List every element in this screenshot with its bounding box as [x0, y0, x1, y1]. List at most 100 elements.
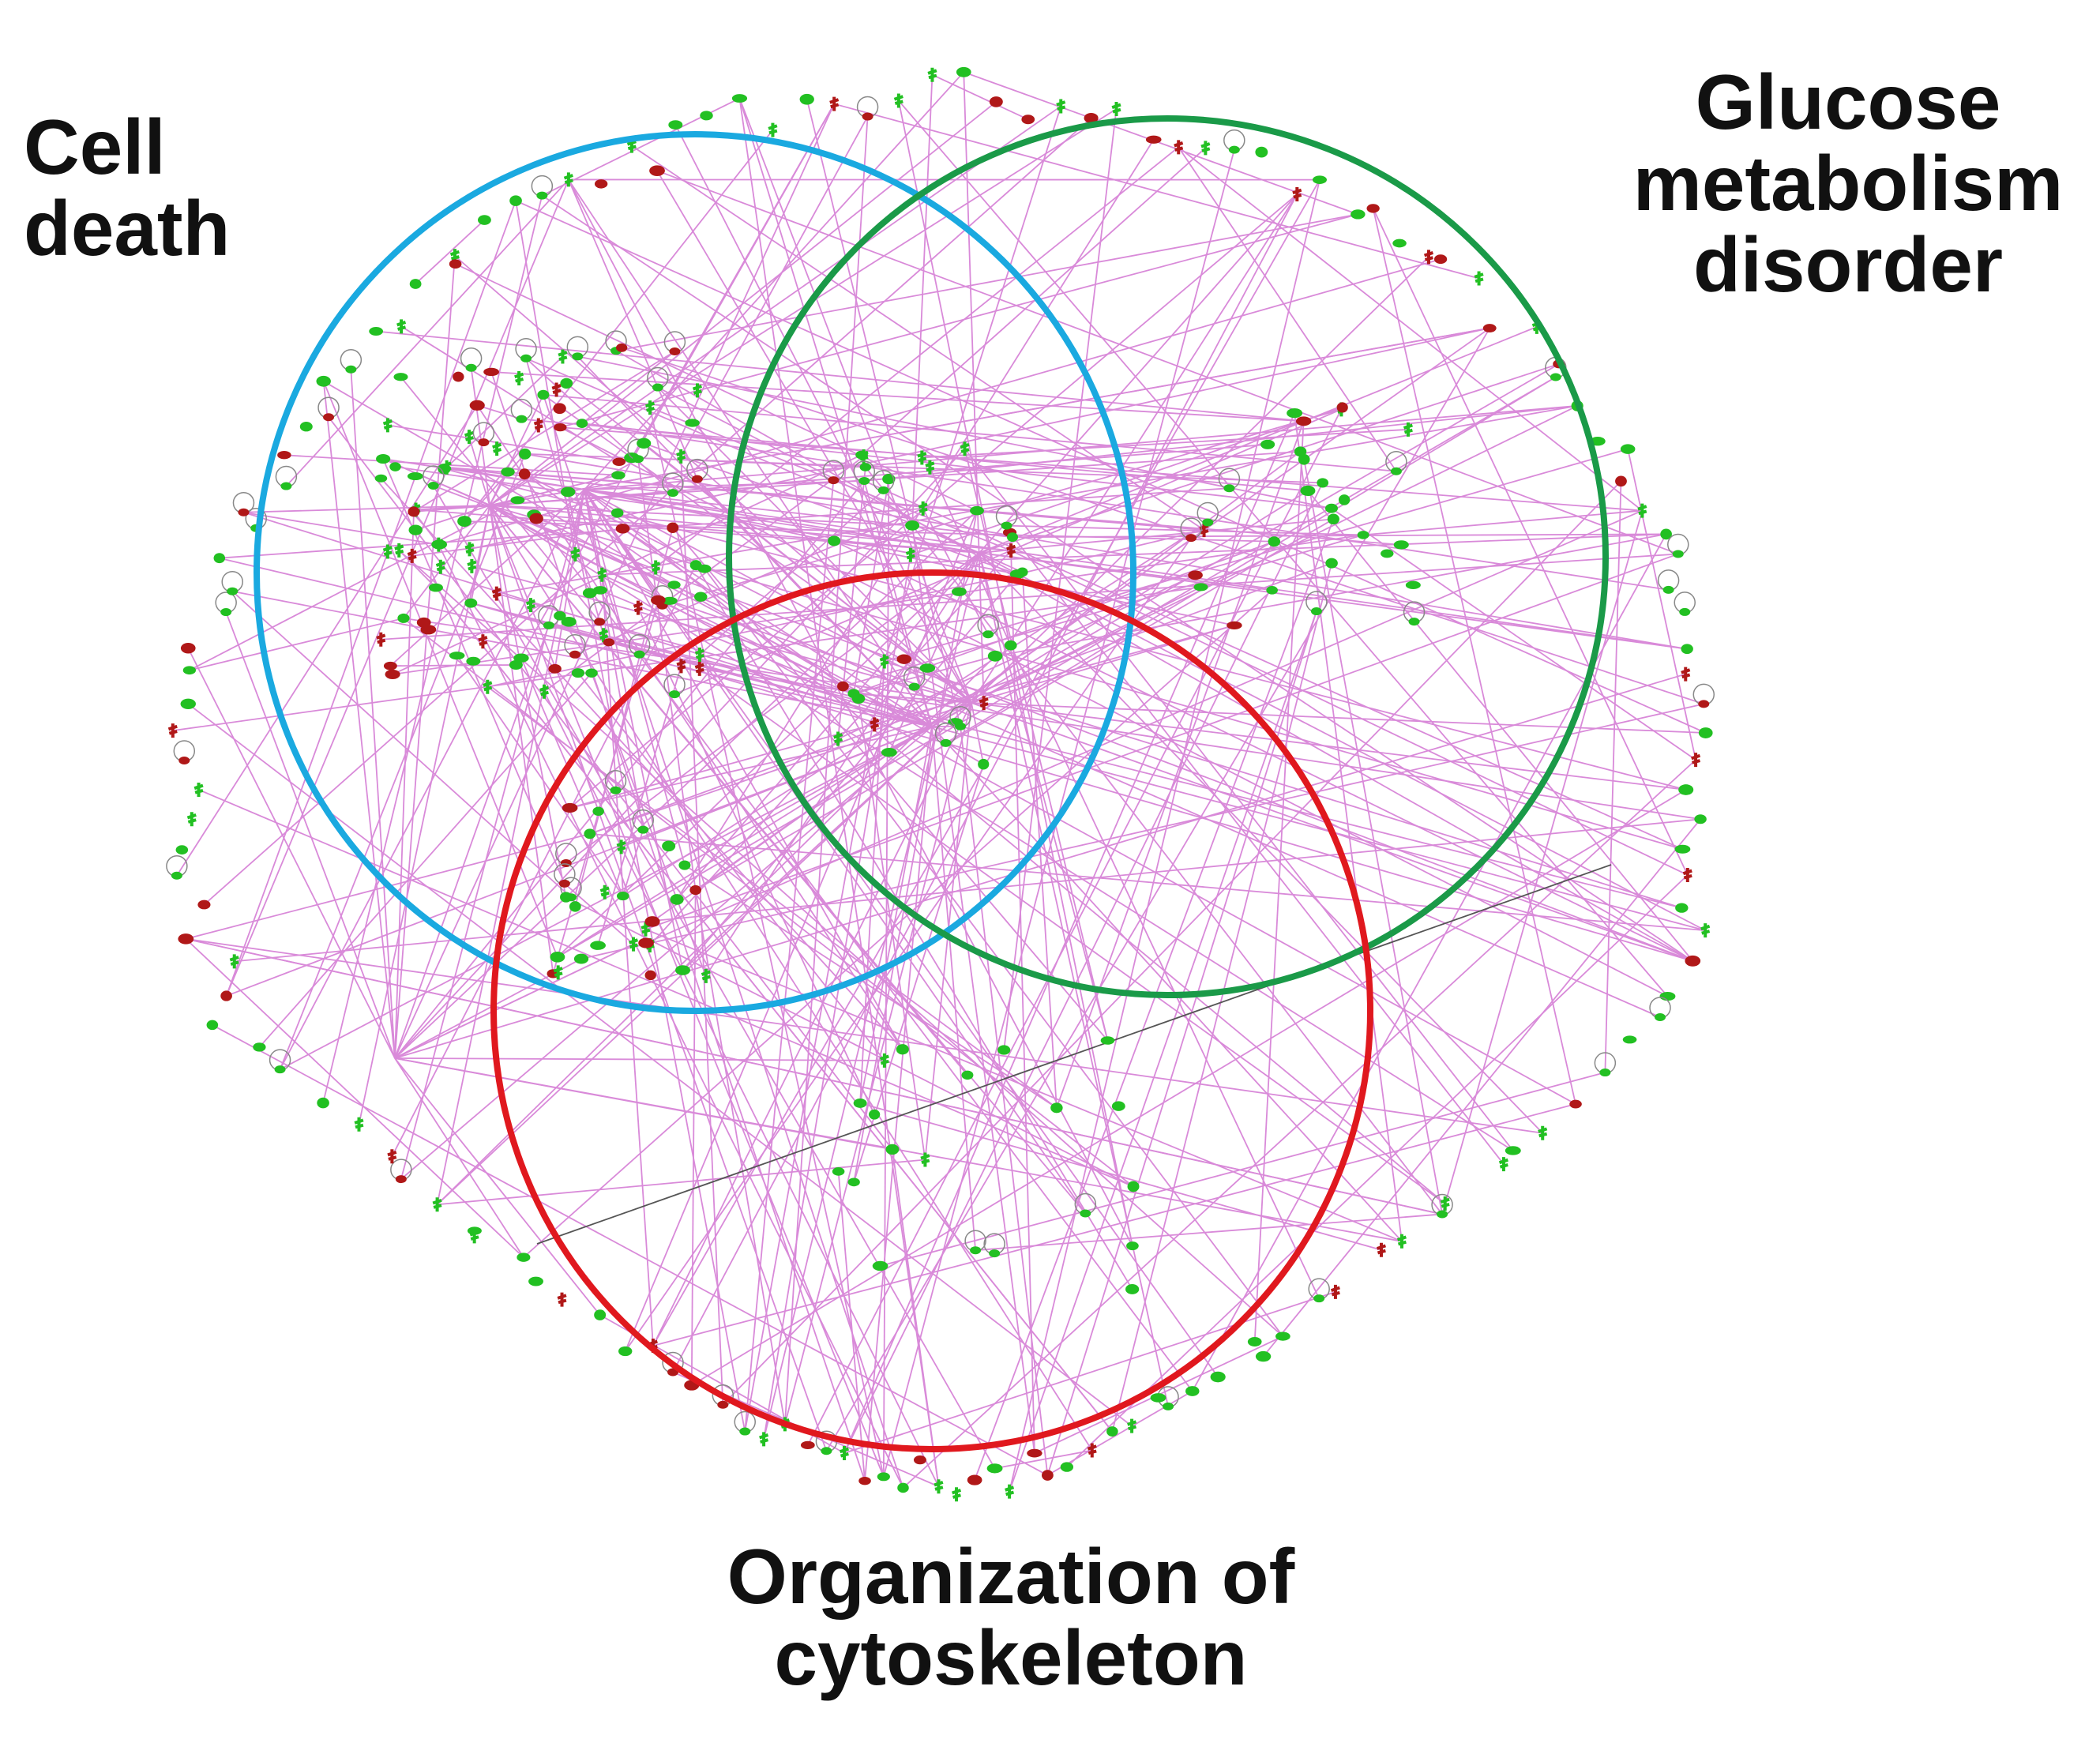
red-node	[564, 634, 586, 659]
green-node	[1392, 238, 1407, 248]
edge	[524, 473, 972, 704]
edge	[189, 618, 404, 671]
green-node	[768, 122, 778, 137]
green-node	[1004, 640, 1017, 651]
edge	[1012, 533, 1666, 539]
edge	[577, 355, 1332, 509]
edge	[1253, 421, 1305, 1343]
cell-death-label-line2: death	[24, 184, 231, 272]
green-node	[528, 1276, 543, 1286]
red-node	[478, 634, 488, 649]
green-node	[275, 465, 298, 490]
edge	[669, 599, 972, 704]
green-node	[422, 465, 445, 490]
edge	[219, 508, 923, 559]
edge	[722, 480, 1622, 1406]
edge	[1017, 529, 1204, 575]
edge	[645, 928, 1403, 1242]
red-node	[317, 396, 340, 422]
green-node	[435, 559, 445, 574]
red-node	[615, 524, 630, 534]
edge	[863, 480, 1683, 851]
edge	[622, 829, 644, 896]
edge	[1363, 509, 1643, 536]
red-node	[1227, 621, 1242, 629]
edge	[656, 170, 1679, 555]
red-node	[644, 970, 656, 981]
edge	[394, 1057, 885, 1061]
green-node	[1016, 567, 1028, 577]
edge	[489, 394, 544, 506]
red-node	[1366, 204, 1380, 213]
green-node	[558, 349, 568, 364]
green-node	[1351, 209, 1366, 220]
green-node	[1440, 1196, 1450, 1211]
edge	[911, 74, 934, 526]
edge	[637, 459, 697, 891]
edge	[1441, 510, 1644, 1215]
edge	[415, 505, 490, 531]
edge	[1627, 449, 1696, 761]
edge	[645, 509, 1643, 944]
green-node	[734, 1410, 756, 1436]
green-node	[510, 496, 525, 505]
red-node	[667, 522, 679, 534]
green-node	[464, 598, 478, 608]
green-node	[905, 547, 915, 562]
green-node	[685, 419, 700, 427]
green-node	[628, 633, 651, 659]
edge	[521, 418, 1309, 492]
red-node	[449, 259, 462, 269]
green-node	[1396, 1234, 1407, 1249]
green-node	[1300, 485, 1316, 497]
green-node	[599, 885, 610, 900]
red-node	[518, 468, 531, 480]
red-node	[1376, 1242, 1387, 1257]
green-node	[525, 598, 535, 613]
edge	[584, 489, 1013, 539]
green-node	[570, 546, 580, 562]
red-node	[1682, 867, 1692, 882]
red-node	[1330, 1284, 1340, 1299]
edge	[971, 256, 1429, 704]
edge	[621, 347, 1704, 705]
green-node	[645, 400, 656, 415]
red-node	[408, 506, 420, 517]
green-node	[610, 508, 624, 518]
edge	[185, 938, 524, 1258]
green-node	[662, 596, 678, 605]
edge	[1010, 550, 1689, 876]
green-node	[483, 679, 493, 694]
green-node	[175, 845, 189, 854]
green-node	[651, 560, 661, 575]
green-node	[920, 1152, 930, 1167]
green-node	[1006, 532, 1019, 543]
green-node	[186, 812, 197, 827]
red-node	[644, 916, 660, 927]
edge	[971, 405, 1578, 704]
glucose-label-line3: disorder	[1692, 220, 2004, 308]
edge	[415, 219, 486, 285]
green-node	[584, 828, 596, 839]
red-node	[1569, 1099, 1582, 1109]
edge	[971, 193, 1298, 704]
edge	[395, 466, 980, 554]
edge	[584, 489, 903, 1050]
green-node	[464, 430, 475, 445]
green-node	[986, 1463, 1003, 1474]
green-node	[1637, 503, 1647, 518]
green-node	[1106, 1426, 1118, 1437]
edge	[1178, 146, 1397, 472]
green-node	[193, 783, 204, 797]
green-node	[1700, 923, 1711, 938]
green-node	[637, 438, 652, 449]
green-node	[897, 1482, 909, 1493]
green-node	[466, 656, 481, 666]
green-node	[316, 375, 331, 387]
green-node	[510, 398, 533, 423]
edge	[738, 98, 940, 1487]
edge	[322, 195, 543, 1103]
edge	[350, 369, 396, 1059]
green-node	[1681, 644, 1693, 655]
red-node	[1174, 140, 1184, 155]
